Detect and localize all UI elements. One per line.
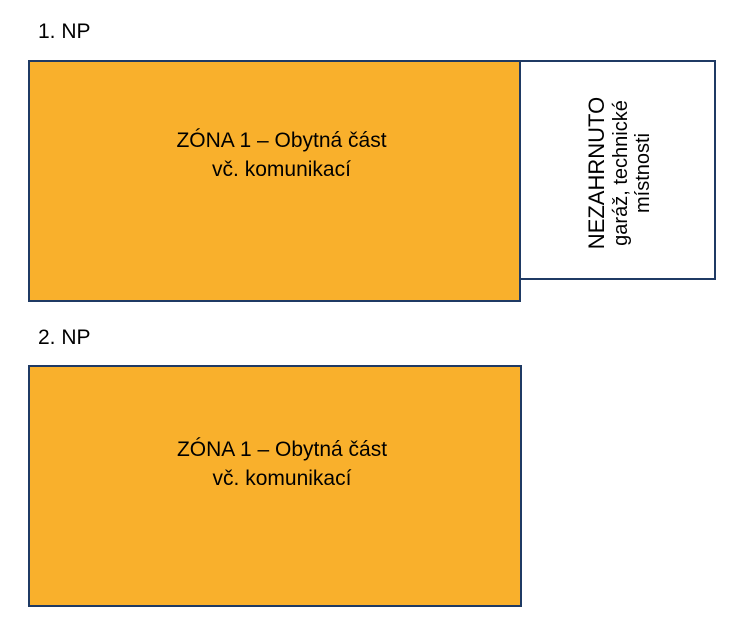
- excluded-text: NEZAHRNUTO garáž, technické místnosti: [584, 97, 654, 249]
- zone-1-title-2np: ZÓNA 1 – Obytná část: [176, 438, 388, 461]
- zone-1-subtitle: vč. komunikací: [212, 158, 351, 181]
- excluded-sub-line-1: garáž, technické: [610, 100, 633, 246]
- zone-1-living-area-2np: ZÓNA 1 – Obytná část vč. komunikací: [28, 365, 522, 607]
- floor-label-1np: 1. NP: [38, 20, 91, 43]
- zone-1-subtitle-2np: vč. komunikací: [212, 467, 352, 490]
- excluded-sub-line-2: místnosti: [632, 132, 655, 214]
- zone-1-text-2np: ZÓNA 1 – Obytná část vč. komunikací: [177, 435, 387, 493]
- excluded-title: NEZAHRNUTO: [584, 96, 610, 250]
- excluded-area-1np: NEZAHRNUTO garáž, technické místnosti: [519, 60, 716, 280]
- zone-1-text: ZÓNA 1 – Obytná část vč. komunikací: [176, 126, 386, 184]
- zone-1-title: ZÓNA 1 – Obytná část: [176, 129, 387, 152]
- zone-1-living-area-1np: ZÓNA 1 – Obytná část vč. komunikací: [28, 60, 521, 302]
- floor-label-2np: 2. NP: [38, 326, 91, 349]
